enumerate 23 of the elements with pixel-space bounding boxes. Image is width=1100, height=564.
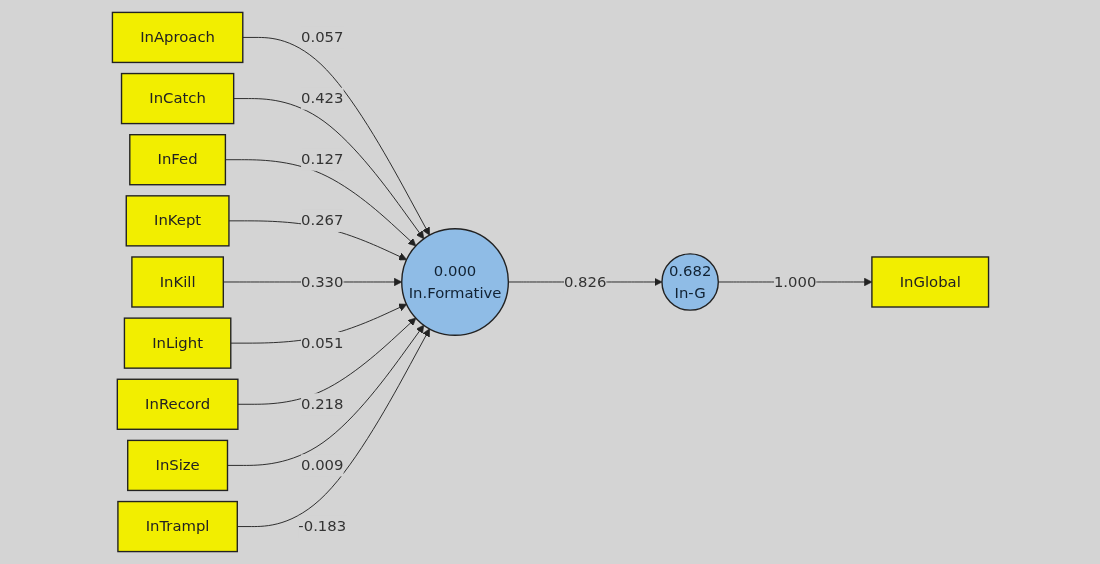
edge-label: 0.423 bbox=[300, 89, 343, 107]
edge-label: 0.218 bbox=[300, 395, 343, 413]
node-box: InCatch bbox=[120, 72, 234, 125]
node-box: InKept bbox=[125, 195, 230, 247]
edge-label: 0.051 bbox=[300, 333, 343, 352]
edge-label: 0.009 bbox=[300, 456, 343, 474]
node-box: InRecord bbox=[116, 378, 239, 430]
node-circle: 0.682 In-G bbox=[660, 253, 719, 311]
node-box: InFed bbox=[128, 134, 226, 186]
edge-label: 0.330 bbox=[300, 272, 343, 291]
node-box: InSize bbox=[126, 439, 228, 492]
edge-label: 1.000 bbox=[773, 272, 816, 291]
node-circle: 0.000 In.Formative bbox=[400, 228, 509, 336]
node-box: InTrampl bbox=[116, 500, 238, 553]
edge-label: 0.826 bbox=[563, 272, 606, 291]
edge-label: 0.267 bbox=[300, 211, 343, 230]
edge-label: 0.127 bbox=[300, 150, 343, 169]
node-box: InAproach bbox=[111, 11, 243, 64]
edge-label: -0.183 bbox=[297, 517, 346, 535]
node-box: InGlobal bbox=[870, 256, 989, 308]
edge-label: 0.057 bbox=[300, 28, 343, 46]
node-box: InKill bbox=[130, 256, 224, 308]
node-box: InLight bbox=[123, 317, 231, 369]
